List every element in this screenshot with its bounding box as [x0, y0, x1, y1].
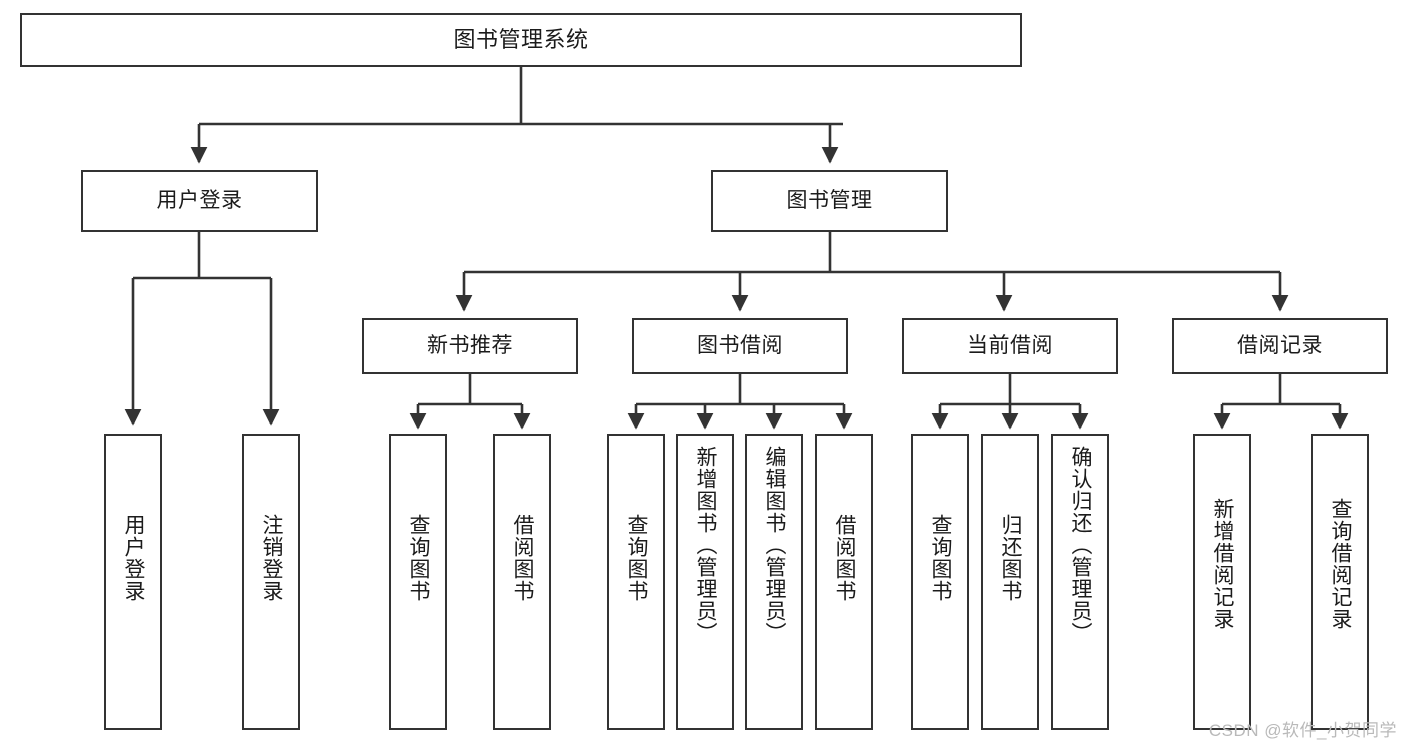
watermark-text: CSDN @软件_小贺同学	[1208, 721, 1397, 740]
node-label: 图书管理	[786, 189, 873, 213]
node-label: 归还图书	[999, 514, 1023, 602]
node-label: 当前借阅	[967, 334, 1053, 358]
node-label: 新增借阅记录	[1211, 498, 1235, 630]
leaf-query-book-current[interactable]: 查询图书	[911, 434, 969, 730]
leaf-query-borrow-record[interactable]: 查询借阅记录	[1311, 434, 1369, 730]
node-borrow-record[interactable]: 借阅记录	[1172, 318, 1388, 374]
node-label: 用户登录	[156, 189, 243, 213]
node-current-borrow[interactable]: 当前借阅	[902, 318, 1118, 374]
node-label: 新增图书（管理员）	[694, 446, 718, 644]
leaf-return-book[interactable]: 归还图书	[981, 434, 1039, 730]
node-label: 注销登录	[260, 514, 284, 602]
node-label: 用户登录	[122, 514, 146, 602]
node-label: 借阅图书	[511, 514, 535, 602]
node-label: 图书借阅	[697, 334, 783, 358]
leaf-add-book-admin[interactable]: 新增图书（管理员）	[676, 434, 734, 730]
node-label: 图书管理系统	[453, 26, 589, 52]
node-user-login[interactable]: 用户登录	[81, 170, 318, 232]
leaf-query-book-recommend[interactable]: 查询图书	[389, 434, 447, 730]
leaf-add-borrow-record[interactable]: 新增借阅记录	[1193, 434, 1251, 730]
node-label: 确认归还（管理员）	[1069, 446, 1093, 644]
node-label: 编辑图书（管理员）	[763, 446, 787, 644]
leaf-user-login[interactable]: 用户登录	[104, 434, 162, 730]
node-label: 借阅图书	[833, 514, 857, 602]
node-label: 查询图书	[407, 514, 431, 602]
node-root-book-management-system[interactable]: 图书管理系统	[20, 13, 1022, 67]
leaf-query-book-borrow[interactable]: 查询图书	[607, 434, 665, 730]
leaf-confirm-return-admin[interactable]: 确认归还（管理员）	[1051, 434, 1109, 730]
leaf-logout-login[interactable]: 注销登录	[242, 434, 300, 730]
node-label: 查询图书	[625, 514, 649, 602]
node-label: 新书推荐	[427, 334, 513, 358]
node-label: 借阅记录	[1237, 334, 1323, 358]
leaf-borrow-book-recommend[interactable]: 借阅图书	[493, 434, 551, 730]
leaf-edit-book-admin[interactable]: 编辑图书（管理员）	[745, 434, 803, 730]
node-label: 查询图书	[929, 514, 953, 602]
node-label: 查询借阅记录	[1329, 498, 1353, 630]
node-new-book-recommend[interactable]: 新书推荐	[362, 318, 578, 374]
leaf-borrow-book-borrow[interactable]: 借阅图书	[815, 434, 873, 730]
node-book-management[interactable]: 图书管理	[711, 170, 948, 232]
node-book-borrow[interactable]: 图书借阅	[632, 318, 848, 374]
